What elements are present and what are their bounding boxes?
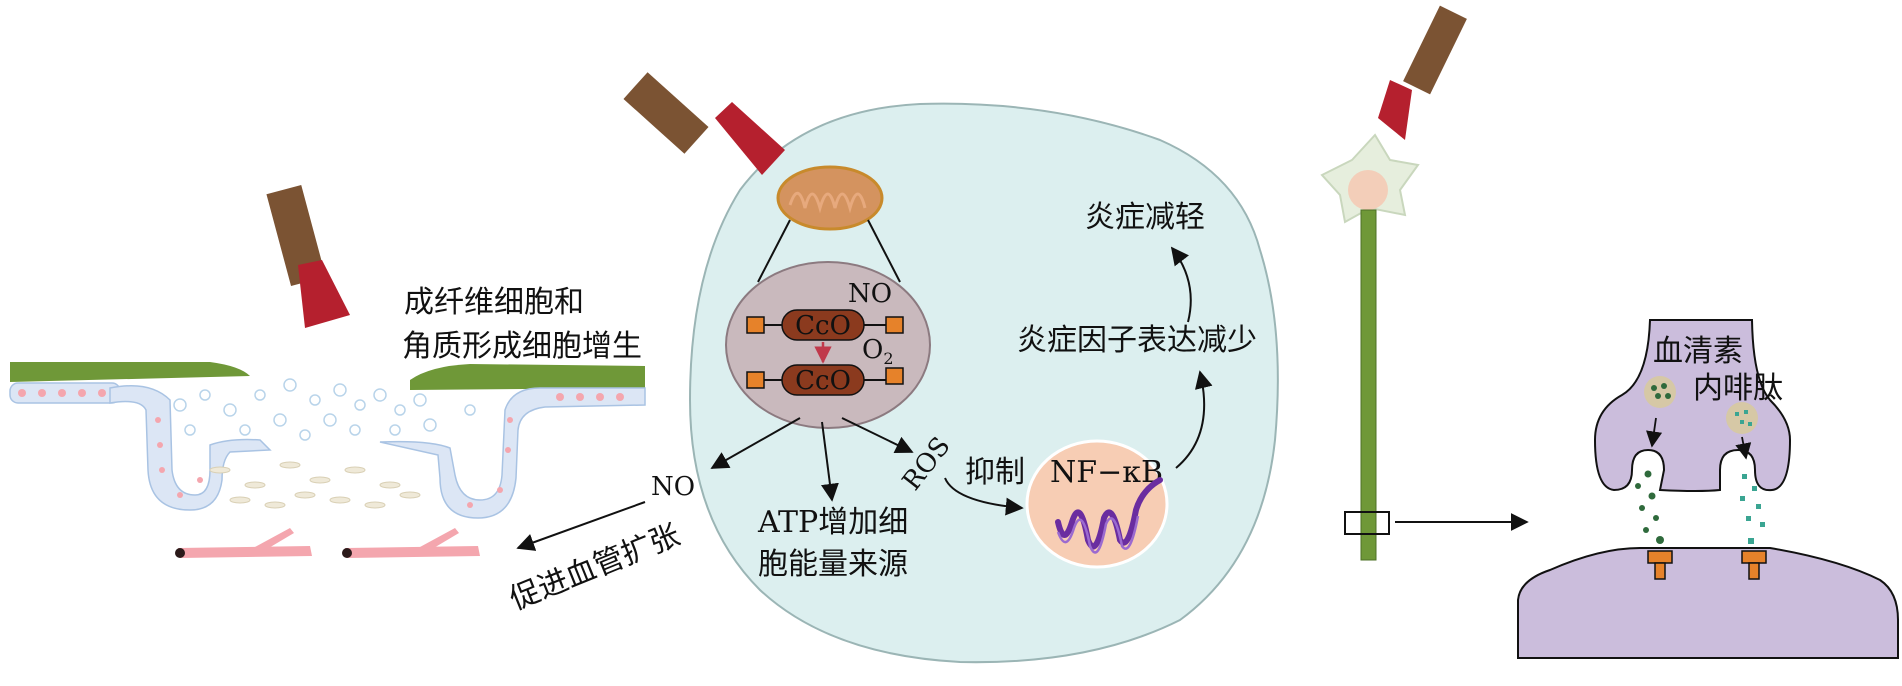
label-serotonin: 血清素: [1653, 334, 1743, 369]
label-no-small: NO: [848, 279, 892, 309]
dna-strand: [1055, 477, 1163, 550]
wound-fibroblasts: [209, 461, 421, 509]
epidermis-left: [9, 382, 272, 511]
receptor-serotonin: [1647, 550, 1673, 580]
arrow-cytokine-to-inflammation: [1170, 246, 1192, 323]
laser-probe-left: [266, 184, 350, 328]
cco-label-bottom: CcO: [795, 366, 851, 396]
released-serotonin: [1635, 470, 1664, 544]
wound-panel: 成纤维细胞和 角质形成细胞增生: [9, 184, 646, 558]
label-inflammation: 炎症减轻: [1085, 200, 1205, 235]
cell-panel: CcO NO CcO O2 NO 促进血管扩张 ATP增加细 胞能量来源 ROS…: [505, 72, 1279, 664]
axon-zoom-box: [1344, 511, 1390, 535]
cco-complex-bottom: CcO: [746, 364, 904, 396]
released-endorphin: [1740, 474, 1765, 544]
laser-probe-right: [1378, 5, 1467, 140]
dna-strand-2: [1056, 515, 1140, 554]
arrow-serotonin-release: [1646, 417, 1663, 448]
epidermis-nuclei-left: [18, 389, 203, 498]
tissue-band-right: [410, 364, 645, 390]
mitochondrion: [776, 165, 884, 231]
label-proliferation-2: 角质形成细胞增生: [402, 329, 642, 364]
label-endorphin: 内啡肽: [1693, 371, 1783, 406]
label-proliferation-1: 成纤维细胞和: [404, 285, 584, 320]
label-no-out: NO: [651, 472, 695, 502]
zoom-line-right: [867, 219, 901, 283]
mitochondrial-membrane-zoom: [725, 261, 931, 429]
arrow-nfkb-to-cytokine: [1175, 370, 1213, 469]
vesicle-serotonin: [1644, 376, 1676, 408]
receptor-endorphin: [1741, 550, 1767, 580]
label-cytokine: 炎症因子表达减少: [1017, 323, 1257, 358]
arrow-to-vasodilation: [516, 501, 646, 551]
cco-label-top: CcO: [795, 311, 851, 341]
label-atp-2: 胞能量来源: [758, 547, 908, 582]
label-atp-1: ATP增加细: [757, 505, 908, 540]
axon: [1360, 209, 1377, 561]
arrow-to-no: [710, 417, 801, 469]
vesicle-endorphin: [1726, 402, 1758, 434]
label-vasodilation: 促进血管扩张: [505, 518, 685, 618]
tissue-band-left: [10, 362, 250, 382]
arrow-endorphin-release: [1735, 436, 1752, 460]
wound-scattered-cells: [173, 378, 476, 441]
neuron-panel: 血清素 内啡肽: [1320, 5, 1899, 659]
epidermis-right: [379, 387, 646, 519]
label-inhibit: 抑制: [965, 455, 1025, 490]
cco-complex-top: CcO: [746, 309, 904, 341]
blood-vessels: [175, 528, 480, 558]
label-nfkb: NF−κB: [1050, 455, 1163, 490]
neuron-nucleus: [1348, 170, 1388, 210]
arrow-to-atp: [821, 421, 839, 502]
postsynaptic-membrane: [1517, 547, 1899, 659]
arrow-ros-to-nfkb: [944, 477, 1024, 516]
epidermis-nuclei-right: [467, 393, 624, 508]
arrow-to-ros: [841, 417, 914, 454]
laser-probe-center: [623, 72, 785, 175]
zoom-line-left: [757, 219, 791, 283]
label-o2-subscript: 2: [883, 349, 893, 368]
label-o2: O2: [862, 335, 894, 368]
